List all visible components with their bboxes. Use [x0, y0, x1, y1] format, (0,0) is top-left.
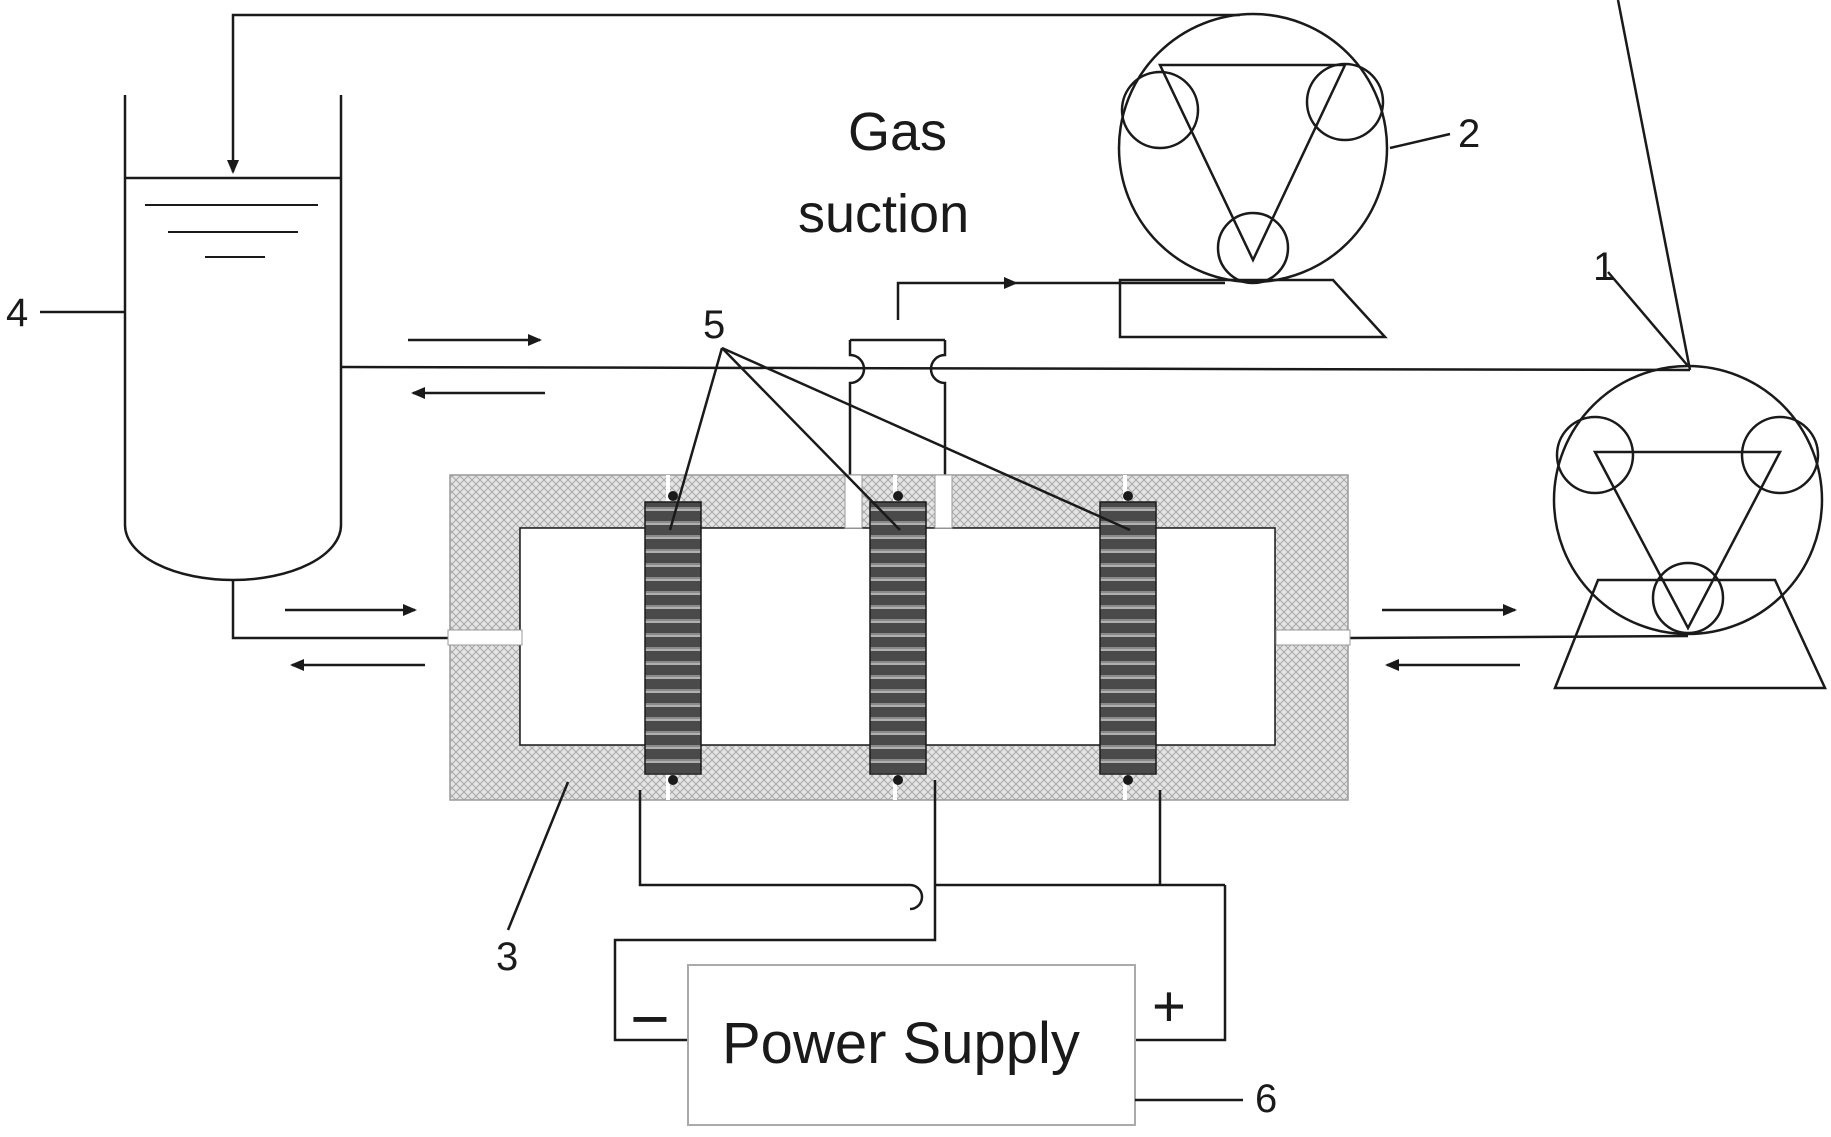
gas-suction-text-line2: suction: [798, 184, 969, 244]
power-supply: Power Supply − +: [630, 964, 1186, 1126]
negative-terminal-sign: −: [630, 981, 670, 1057]
gas-pump-label: 2: [1458, 112, 1480, 156]
electrode-leader-line: [721, 347, 901, 531]
electrode-middle: [869, 491, 927, 785]
circulation-pump-leader-line: [1616, 0, 1692, 371]
gas-suction-text-line1: Gas: [848, 102, 947, 162]
gas-suction-arrow: [896, 277, 1018, 320]
gas-outlet-fitting: [848, 338, 947, 477]
power-supply-title: Power Supply: [722, 1011, 1080, 1076]
reservoir-outlet-pipe: [231, 580, 448, 640]
reservoir-side-pipe: [340, 365, 1691, 372]
cell-outlet-pipe: [1349, 634, 1689, 640]
reservoir-label: 4: [6, 291, 28, 335]
electrode-left: [644, 491, 702, 785]
gas-pump-leader-line: [1389, 132, 1451, 150]
gas-suction-pump: [1117, 12, 1389, 339]
positive-terminal-sign: +: [1152, 974, 1186, 1039]
electrodes-label: 5: [703, 303, 725, 347]
circulation-pump-leader-line: [1607, 271, 1689, 367]
electrode-right: [1099, 491, 1157, 785]
circulation-pump: [1552, 364, 1827, 690]
electrode-leader-line: [668, 347, 724, 531]
cell-leader-line: [506, 781, 570, 931]
cell-label: 3: [496, 935, 518, 979]
power-supply-label: 6: [1255, 1077, 1277, 1121]
circulation-pump-label: 1: [1593, 245, 1615, 289]
gas-return-pipe: [227, 13, 1240, 174]
electrical-wiring: [613, 780, 1227, 1042]
electrode-leader-line: [721, 346, 1131, 532]
